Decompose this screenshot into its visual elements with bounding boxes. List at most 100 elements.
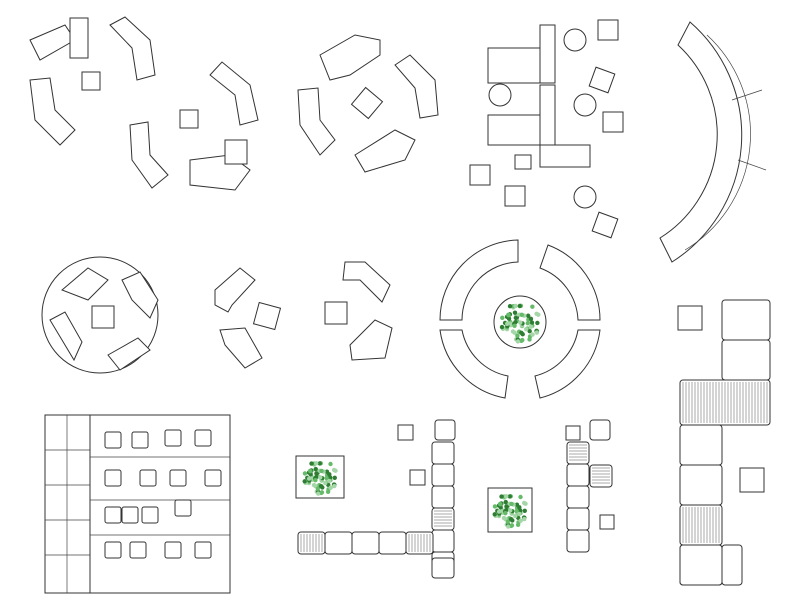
planter-foliage: [519, 312, 525, 318]
planter-foliage: [535, 320, 540, 326]
planter-foliage: [512, 323, 517, 328]
planter-round: [499, 303, 541, 344]
planter-foliage: [315, 486, 321, 491]
planter-foliage: [512, 310, 518, 315]
planter-foliage: [528, 316, 534, 322]
sofa-module: [679, 544, 723, 586]
sofa-module: [431, 529, 455, 553]
planter-foliage: [492, 504, 498, 509]
seat: [121, 506, 139, 524]
planter-foliage: [509, 501, 514, 507]
planter-foliage: [328, 485, 333, 490]
planter-foliage: [505, 519, 511, 524]
planter-foliage: [302, 479, 307, 484]
sofa-module: [434, 419, 456, 441]
sofa-module: [324, 531, 353, 555]
planter-foliage: [324, 469, 330, 474]
planter-foliage: [521, 500, 527, 506]
planter-foliage: [314, 471, 319, 476]
sofa-module: [679, 464, 723, 506]
planter-foliage: [504, 504, 509, 509]
seat: [204, 469, 222, 487]
planter-foliage: [527, 328, 532, 334]
sofa-module: [378, 531, 407, 555]
round-lounge: [41, 256, 159, 374]
sofa-module: [721, 544, 743, 586]
seat: [194, 541, 212, 559]
planter-square-2: [492, 494, 528, 529]
lounge-cluster-2: [297, 34, 439, 173]
sofa-module: [431, 441, 455, 465]
sofa-module: [566, 529, 590, 553]
planter-foliage: [332, 483, 337, 489]
lounge-cluster-1: [29, 16, 259, 191]
planter-foliage: [503, 499, 508, 505]
sofa-module: [721, 299, 771, 341]
seat: [131, 431, 149, 449]
classroom-grid: [44, 414, 231, 594]
planter-foliage: [518, 320, 523, 325]
planter-foliage: [306, 476, 312, 481]
planter-foliage: [508, 508, 513, 513]
planter-foliage: [530, 332, 535, 337]
planter-foliage: [528, 324, 534, 329]
planter-foliage: [504, 494, 509, 499]
planter-foliage: [324, 475, 329, 481]
curved-sofa: [659, 21, 767, 263]
seat: [104, 541, 122, 559]
planter-foliage: [327, 478, 332, 484]
planter-foliage: [529, 320, 535, 325]
planter-foliage: [314, 461, 319, 466]
seat: [141, 506, 159, 524]
planter-foliage: [499, 324, 505, 330]
planter-foliage: [514, 502, 520, 507]
planter-foliage: [508, 321, 513, 326]
planter-foliage: [517, 508, 523, 513]
seat: [164, 541, 182, 559]
planter-square-1: [302, 461, 338, 496]
planter-foliage: [513, 319, 518, 325]
planter-foliage: [512, 330, 517, 335]
planter-foliage: [515, 333, 520, 338]
sofa-module: [566, 463, 590, 487]
planter-foliage: [492, 512, 497, 517]
sofa-module: [431, 485, 455, 509]
sofa-module: [566, 441, 590, 465]
planter-foliage: [500, 315, 505, 320]
planter-foliage: [530, 304, 535, 309]
l-sofa: [295, 419, 613, 579]
sofa-module: [351, 531, 380, 555]
ring-sofa: [439, 239, 601, 399]
planter-foliage: [506, 524, 511, 529]
planter-foliage: [319, 490, 325, 495]
planter-foliage: [518, 494, 523, 500]
seat: [139, 469, 157, 487]
planter-foliage: [522, 508, 527, 513]
planter-foliage: [525, 313, 531, 318]
planter-foliage: [519, 330, 524, 335]
planter-foliage: [505, 321, 510, 326]
sofa-module: [431, 557, 455, 579]
planter-foliage: [508, 516, 514, 522]
planter-foliage: [515, 339, 521, 344]
sofa-module: [566, 485, 590, 509]
lounge-pairs: [214, 261, 393, 369]
planter-foliage: [517, 303, 522, 309]
seat: [104, 506, 122, 524]
planter-foliage: [302, 471, 308, 476]
planter-foliage: [513, 315, 519, 321]
seat: [104, 431, 122, 449]
planter-foliage: [328, 461, 333, 467]
seat: [194, 429, 212, 447]
seat: [129, 541, 147, 559]
planter-foliage: [509, 523, 515, 528]
seat: [104, 469, 122, 487]
planter-foliage: [313, 478, 318, 483]
planter-foliage: [534, 311, 539, 316]
planter-foliage: [327, 475, 333, 480]
planter-foliage: [323, 480, 328, 486]
planter-foliage: [331, 467, 337, 473]
planter-foliage: [332, 475, 337, 480]
sofa-module: [297, 531, 326, 555]
